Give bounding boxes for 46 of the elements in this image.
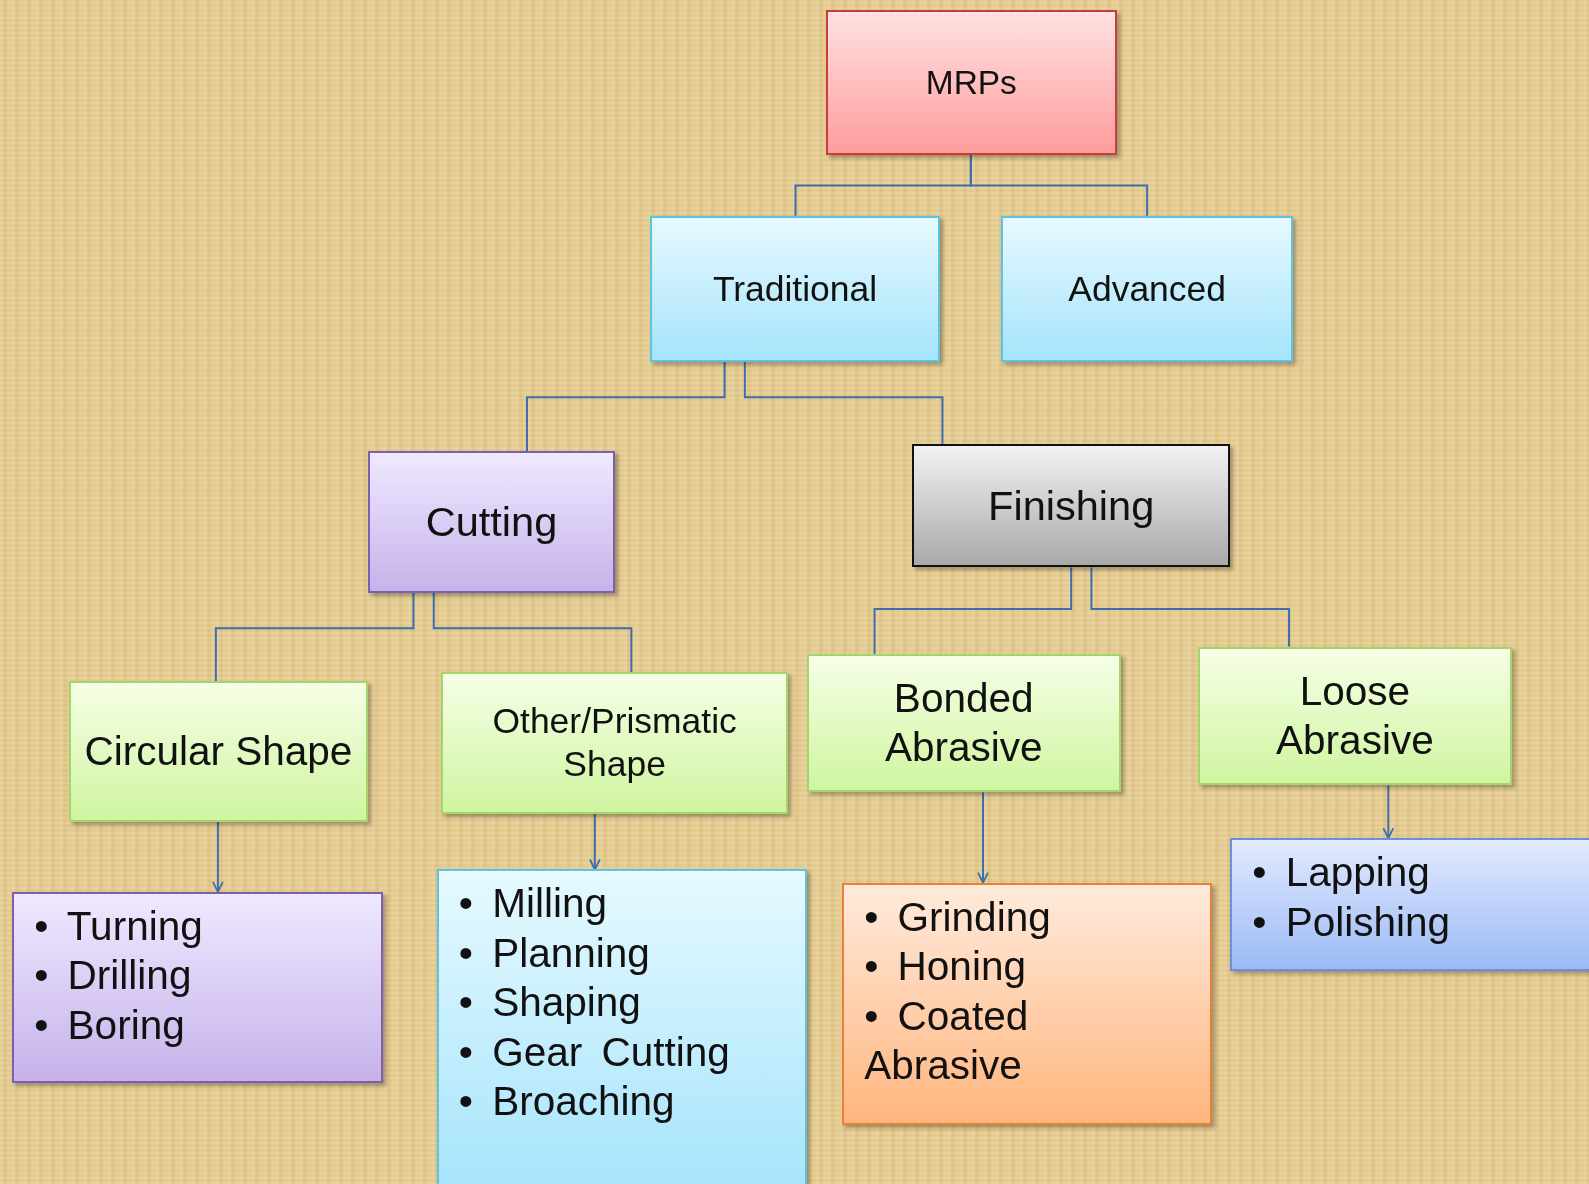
list-box [12, 891, 384, 1084]
list-item: • Lapping [1252, 848, 1431, 898]
list-item: • Polishing [1252, 897, 1452, 947]
list-item: • Broaching [458, 1077, 676, 1127]
category-box [806, 653, 1121, 793]
category-box [1197, 646, 1512, 786]
box-label: Bonded Abrasive [883, 674, 1044, 772]
category-box [649, 215, 941, 362]
category-box [440, 671, 789, 814]
list-box [436, 869, 807, 1184]
connector-line [873, 566, 1073, 655]
connector-line [214, 591, 415, 682]
category-box [1001, 215, 1294, 362]
list-item: • Honing [864, 942, 1027, 992]
category-box [68, 681, 368, 822]
connector-line [743, 360, 944, 445]
box-label: Finishing [988, 480, 1155, 531]
list-item: • Planning [458, 928, 651, 978]
box-label: Traditional [712, 267, 878, 311]
connector-line [969, 154, 1149, 217]
box-label: Circular Shape [84, 727, 353, 776]
arrow [212, 820, 224, 893]
connector-line [525, 360, 726, 452]
box-label: MRPs [925, 62, 1017, 103]
arrow [1382, 784, 1395, 840]
category-box [825, 10, 1117, 156]
box-label: Other/Prismatic Shape [491, 700, 738, 786]
list-item: • Shaping [458, 978, 642, 1028]
category-box [367, 450, 616, 593]
list-box [842, 882, 1212, 1125]
box-label: Advanced [1068, 267, 1226, 311]
connector-line [1090, 566, 1291, 648]
box-label: Loose Abrasive [1275, 667, 1435, 765]
list-item: • Drilling [34, 951, 193, 1001]
list-box [1230, 838, 1589, 971]
list-item: • Coated Abrasive [864, 991, 1030, 1090]
list-item: • Milling [458, 879, 609, 929]
list-item: • Grinding [864, 892, 1052, 942]
list-item: • Gear Cutting [458, 1027, 731, 1077]
connector-line [432, 591, 633, 673]
category-box [912, 443, 1231, 568]
list-item: • Boring [34, 1000, 186, 1050]
arrow [977, 791, 989, 884]
arrow [588, 812, 601, 871]
box-label: Cutting [425, 496, 558, 547]
list-item: • Turning [34, 901, 204, 951]
